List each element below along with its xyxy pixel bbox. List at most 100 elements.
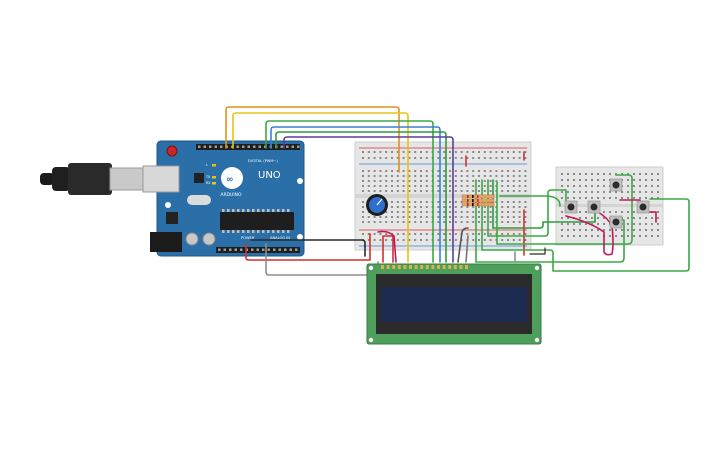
hole (603, 197, 605, 199)
hole (483, 206, 486, 208)
hole (454, 180, 457, 182)
mount-hole (534, 337, 540, 343)
hole (483, 239, 486, 241)
hole (449, 151, 451, 153)
hole (454, 216, 457, 218)
hole (454, 239, 457, 241)
hole (414, 175, 417, 177)
hole (512, 190, 515, 192)
hole (408, 233, 411, 235)
hole (478, 175, 480, 177)
hole (567, 235, 569, 237)
hole (420, 151, 422, 153)
hole (512, 239, 515, 241)
hole (437, 206, 440, 208)
hole (443, 170, 446, 172)
hole (585, 235, 587, 237)
push-buttons[interactable] (564, 178, 650, 229)
hole (443, 157, 446, 159)
hole (425, 180, 428, 182)
resistor-band (485, 199, 487, 202)
header-pin (240, 248, 243, 251)
arduino-uno-board[interactable]: ∞ ARDUINO UNO DIGITAL (PWM~) POWER ANALO… (142, 140, 305, 257)
hole (591, 173, 593, 175)
hole (391, 175, 393, 177)
hole (373, 216, 376, 218)
hole (483, 180, 486, 182)
hole (408, 201, 411, 203)
resistor-band (472, 203, 474, 206)
hole (478, 170, 480, 172)
hole (524, 206, 527, 208)
hole (396, 239, 399, 241)
hole (585, 173, 587, 175)
hole (591, 229, 593, 231)
hole (501, 190, 504, 192)
led-label-tx: TX (205, 175, 211, 179)
hole (367, 175, 370, 177)
hole (597, 223, 599, 225)
hole (507, 185, 509, 187)
hole (579, 217, 581, 219)
chip-pin (247, 209, 250, 212)
hole (396, 190, 399, 192)
power-pin-header[interactable] (216, 247, 300, 253)
button-cap (567, 203, 575, 211)
hole (633, 191, 635, 193)
hole (567, 179, 569, 181)
led-label-rx: RX (206, 181, 211, 185)
hole (478, 206, 480, 208)
hole (489, 190, 492, 192)
lcd-16x2[interactable] (366, 263, 542, 345)
hole (425, 170, 428, 172)
header-pin (251, 248, 254, 251)
wire-yellow (232, 112, 409, 263)
crystal (187, 195, 211, 205)
hole (512, 175, 515, 177)
hole (437, 201, 440, 203)
hole (472, 175, 475, 177)
hole (396, 185, 399, 187)
hole (627, 223, 629, 225)
hole (501, 185, 504, 187)
hole (489, 233, 492, 235)
hole (579, 223, 581, 225)
wire-black-btn (529, 247, 546, 255)
hole (466, 175, 469, 177)
hole (489, 216, 492, 218)
header-pin (297, 145, 300, 148)
potentiometer[interactable] (366, 194, 388, 216)
hole (489, 180, 492, 182)
wire-green-btn-6 (499, 195, 561, 207)
hole (518, 239, 521, 241)
lcd-pin (397, 265, 401, 269)
hole (561, 217, 563, 219)
hole (615, 235, 617, 237)
hole (603, 173, 605, 175)
resistor-band (477, 199, 479, 202)
hole (379, 216, 382, 218)
hole (609, 211, 611, 213)
hole (483, 216, 486, 218)
push-button[interactable] (636, 200, 650, 214)
hole (362, 190, 364, 192)
push-button[interactable] (564, 200, 578, 214)
hole (425, 233, 428, 235)
hole (645, 217, 647, 219)
push-button[interactable] (587, 200, 601, 214)
chip-pin (247, 230, 250, 233)
reset-button[interactable] (166, 145, 178, 157)
hole (621, 191, 623, 193)
push-button[interactable] (609, 178, 623, 192)
push-button[interactable] (609, 215, 623, 229)
hole (591, 217, 593, 219)
hole (512, 211, 515, 213)
chip-pin (222, 230, 225, 233)
button-cap (590, 203, 598, 211)
hole (518, 175, 521, 177)
hole (385, 185, 388, 187)
chip-pin (232, 209, 235, 212)
hole (579, 211, 581, 213)
chip-pin (272, 230, 275, 233)
hole (402, 201, 405, 203)
